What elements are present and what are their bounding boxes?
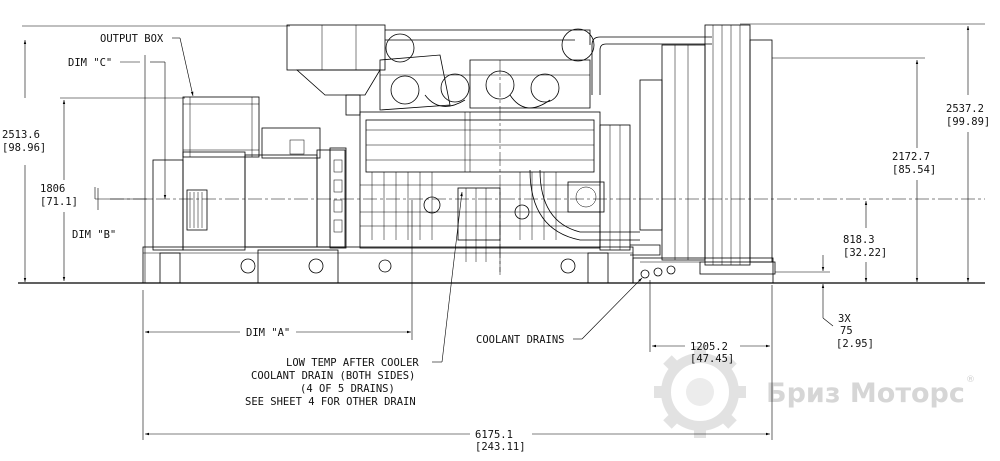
- dimension-output-box-height: [60, 97, 185, 281]
- output-box-label: OUTPUT BOX: [100, 33, 164, 45]
- right-818-mm-label: 818.3: [843, 234, 875, 246]
- alternator: [152, 127, 347, 251]
- drain-qty-label: 3X: [838, 313, 851, 325]
- height-1806-mm-label: 1806: [40, 183, 65, 195]
- turbochargers: [379, 28, 595, 111]
- dimension-dim-a: [145, 200, 413, 340]
- coolant-drain-fittings: [465, 240, 676, 279]
- output-box: [182, 96, 260, 158]
- note-line-1: LOW TEMP AFTER COOLER: [286, 357, 419, 369]
- height-1806-in-label: [71.1]: [40, 196, 78, 208]
- right-2537-mm-label: 2537.2: [946, 103, 984, 115]
- low-temp-drain-leader: [432, 191, 463, 363]
- right-818-in-label: [32.22]: [843, 247, 887, 259]
- drain-75-mm-label: 75: [840, 325, 853, 337]
- note-line-3: (4 OF 5 DRAINS): [300, 383, 395, 395]
- watermark-text: Бриз Моторс: [766, 378, 965, 409]
- dim-1205-in-label: [47.45]: [690, 353, 734, 365]
- output-box-leader: [172, 37, 194, 97]
- dimension-overall-height-left: [22, 25, 290, 282]
- dimension-dim-c: [120, 55, 167, 283]
- base-frame: [142, 246, 774, 284]
- engine: [359, 111, 640, 251]
- drain-75-in-label: [2.95]: [836, 338, 874, 350]
- dim-a-label: DIM "A": [246, 327, 290, 339]
- dimension-overall-length: [142, 290, 770, 440]
- dim-b-label: DIM "B": [72, 229, 116, 241]
- air-intake: [286, 24, 591, 116]
- right-2172-mm-label: 2172.7: [892, 151, 930, 163]
- right-2172-in-label: [85.54]: [892, 164, 936, 176]
- coolant-drains-leader: [573, 277, 643, 340]
- dimension-dim-b: [94, 187, 150, 210]
- dim-6175-mm-label: 6175.1: [475, 429, 513, 441]
- coolant-drains-label: COOLANT DRAINS: [476, 334, 565, 346]
- dimension-radiator-height: [772, 57, 925, 282]
- registered-mark-icon: ®: [966, 375, 975, 385]
- dimension-1205: [649, 280, 773, 440]
- height-overall-mm-label: 2513.6: [2, 129, 40, 141]
- height-overall-in-label: [98.96]: [2, 142, 46, 154]
- right-2537-in-label: [99.89]: [946, 116, 990, 128]
- watermark: Бриз Моторс ®: [654, 346, 975, 438]
- dim-c-label: DIM "C": [68, 57, 112, 69]
- dimension-drain-height: [775, 255, 834, 327]
- dim-1205-mm-label: 1205.2: [690, 341, 728, 353]
- radiator: [639, 24, 776, 275]
- dim-6175-in-label: [243.11]: [475, 441, 526, 453]
- note-line-4: SEE SHEET 4 FOR OTHER DRAIN: [245, 396, 416, 408]
- dimension-overall-height-right: [740, 23, 985, 282]
- coolant-pipes: [591, 36, 712, 256]
- gear-logo-icon: [654, 346, 746, 438]
- note-line-2: COOLANT DRAIN (BOTH SIDES): [251, 370, 415, 382]
